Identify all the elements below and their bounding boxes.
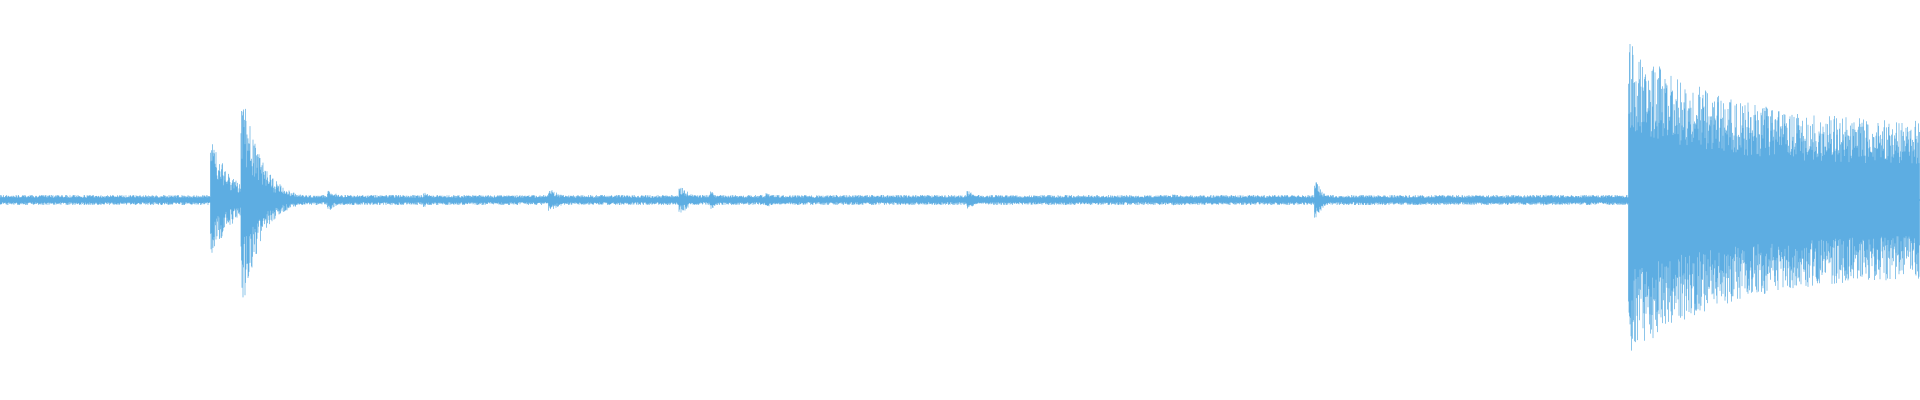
waveform-trace xyxy=(0,44,1920,351)
